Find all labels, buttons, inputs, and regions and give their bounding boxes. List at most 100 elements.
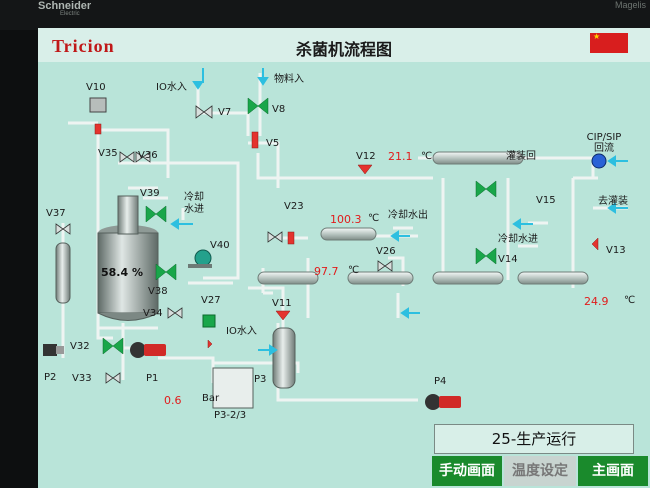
label-to-filling: 去灌装 <box>598 196 628 207</box>
label-v33: V33 <box>72 373 92 384</box>
valve-v23-side-valve[interactable] <box>267 231 283 243</box>
temperature-settings-button[interactable]: 温度设定 <box>504 456 576 486</box>
label-cooling-water-out: 冷却水出 <box>388 210 428 221</box>
valve-actuator-v27 <box>202 314 216 328</box>
heat-exchanger-bottom-1 <box>432 271 504 285</box>
label-v39: V39 <box>140 188 160 199</box>
valve-v23[interactable] <box>287 231 295 245</box>
cip-sip-return-pump[interactable] <box>591 153 607 169</box>
unit-holding: ℃ <box>348 265 360 276</box>
title-bar: Tricion 杀菌机流程图 <box>38 28 650 62</box>
arrow-io-water-head <box>192 81 204 90</box>
arrow-p4-return <box>400 307 409 319</box>
unit-heater: ℃ <box>368 213 380 224</box>
pump-p1[interactable] <box>130 342 166 358</box>
label-v37: V37 <box>46 208 66 219</box>
temp-v12: 21.1 <box>388 150 413 163</box>
label-v11: V11 <box>272 298 292 309</box>
valve-v15[interactable] <box>475 180 497 198</box>
valve-v7[interactable] <box>195 105 213 119</box>
flag-icon <box>590 32 628 53</box>
chemical-tank <box>212 367 254 409</box>
label-v34: V34 <box>143 308 163 319</box>
label-v27: V27 <box>201 295 221 306</box>
arrow-to-filling <box>607 202 616 214</box>
arrow-cooling-out <box>390 230 399 242</box>
tank-level-readout: 58.4 % <box>101 266 143 279</box>
pressure-p1: 0.6 <box>164 394 182 407</box>
process-diagram <box>43 68 628 410</box>
status-display: 25-生产运行 <box>434 424 634 454</box>
valve-v27[interactable] <box>207 339 213 349</box>
temp-v13: 24.9 <box>584 295 609 308</box>
label-v32: V32 <box>70 341 90 352</box>
label-v15: V15 <box>536 195 556 206</box>
valve-v26[interactable] <box>377 260 393 272</box>
pump-p2[interactable] <box>43 344 64 356</box>
label-filling-return: 灌装回 <box>506 151 536 162</box>
heat-exchanger-bottom-2 <box>517 271 589 285</box>
hmi-screen: Tricion 杀菌机流程图 <box>38 28 650 488</box>
tank-p3 <box>272 327 296 389</box>
valve-v5[interactable] <box>251 131 259 149</box>
temp-holding: 97.7 <box>314 265 339 278</box>
pump-v40[interactable] <box>188 249 212 268</box>
label-material-in: 物料入 <box>274 74 304 85</box>
manual-screen-button[interactable]: 手动画面 <box>432 456 502 486</box>
arrow-io-water-2 <box>269 344 278 356</box>
label-v35: V35 <box>98 148 118 159</box>
label-v13: V13 <box>606 245 626 256</box>
valve-v10[interactable] <box>94 123 102 135</box>
balance-tank <box>97 195 159 321</box>
page-title: 杀菌机流程图 <box>295 40 392 59</box>
label-v26: V26 <box>376 246 396 257</box>
arrow-cip-return <box>607 155 616 167</box>
label-v38: V38 <box>148 286 168 297</box>
arrow-cooling-in-2 <box>512 218 521 230</box>
label-v8: V8 <box>272 104 286 115</box>
label-p1: P1 <box>146 373 159 384</box>
main-screen-button[interactable]: 主画面 <box>578 456 648 486</box>
valve-v12[interactable] <box>357 164 373 175</box>
label-v14: V14 <box>498 254 518 265</box>
valve-v33[interactable] <box>105 372 121 384</box>
pump-p4[interactable] <box>425 394 461 410</box>
label-v10: V10 <box>86 82 106 93</box>
label-v5: V5 <box>266 138 280 149</box>
label-v23: V23 <box>284 201 304 212</box>
label-io-water-in: IO水入 <box>156 82 187 93</box>
valve-v13[interactable] <box>591 237 599 251</box>
label-cooling-water-in-2: 冷却水进 <box>498 234 538 245</box>
valve-v39[interactable] <box>145 205 167 223</box>
valve-v8[interactable] <box>247 97 269 115</box>
valve-v32[interactable] <box>102 337 124 355</box>
valve-v14[interactable] <box>475 247 497 265</box>
label-cooling-water-in: 冷却水进 <box>184 192 204 215</box>
preheater-tube <box>257 271 319 285</box>
valve-v34[interactable] <box>167 307 183 319</box>
valve-v36[interactable] <box>135 151 151 163</box>
valve-actuator-v10 <box>89 97 107 113</box>
brand-right: Magelis <box>614 0 646 10</box>
valve-v11[interactable] <box>275 310 291 321</box>
label-p2: P2 <box>44 372 57 383</box>
label-v36: V36 <box>138 150 158 161</box>
label-cip-sip-return: CIP/SIP 回流 <box>586 132 622 154</box>
heat-exchanger-top <box>432 151 524 165</box>
valve-v37[interactable] <box>55 223 71 235</box>
unit-v12: ℃ <box>421 151 433 162</box>
label-bar: Bar <box>202 393 220 404</box>
company-logo: Tricion <box>52 36 115 56</box>
label-io-water-in-2: IO水入 <box>226 326 257 337</box>
valve-v38[interactable] <box>155 263 177 281</box>
heater-tube <box>320 227 377 241</box>
temp-heater: 100.3 <box>330 213 362 226</box>
label-p3: P3 <box>254 374 267 385</box>
valve-v35[interactable] <box>119 151 135 163</box>
label-p4: P4 <box>434 376 447 387</box>
side-vessel <box>55 242 71 304</box>
label-v40: V40 <box>210 240 230 251</box>
holding-tube <box>347 271 414 285</box>
hmi-bezel: Schneider Electric Magelis <box>0 0 650 30</box>
arrow-cooling-in <box>170 218 179 230</box>
